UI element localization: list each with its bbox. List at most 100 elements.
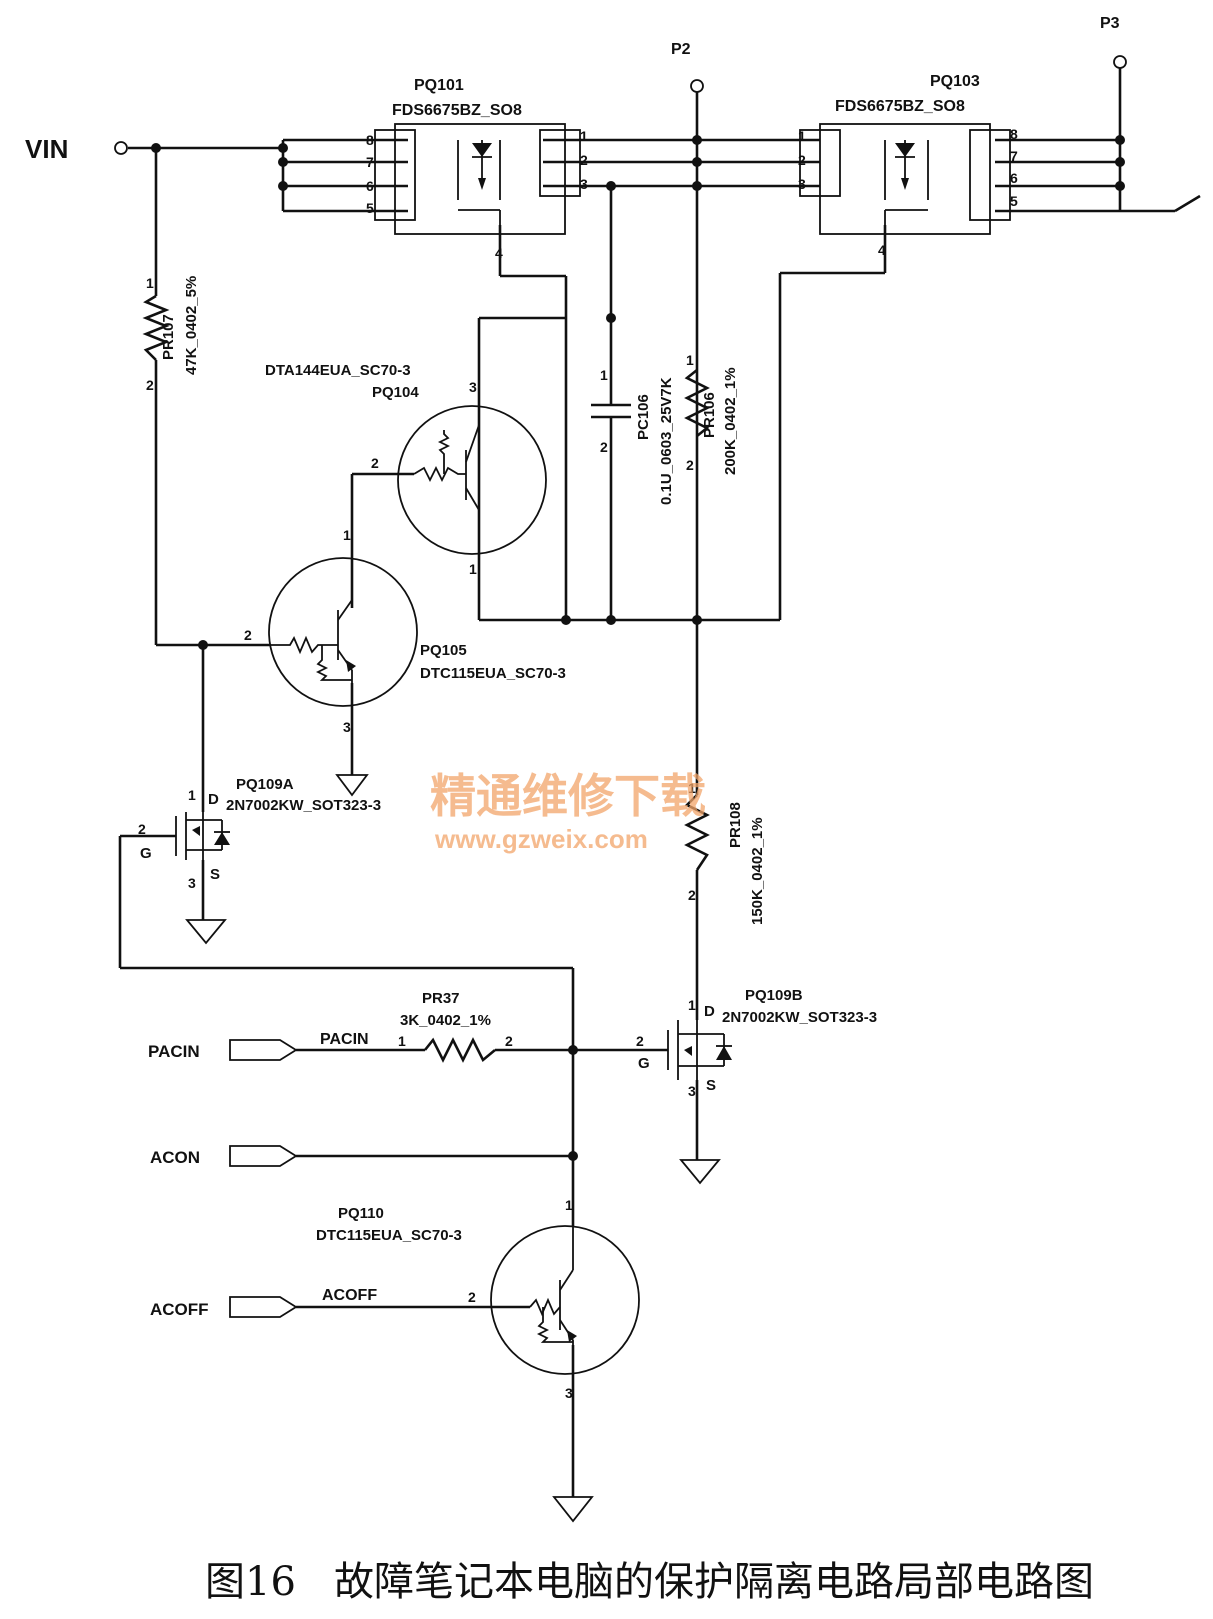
pq109b-g: G bbox=[638, 1055, 650, 1072]
pq101-ref: PQ101 bbox=[414, 77, 464, 94]
pr106-val: 200K_0402_1% bbox=[722, 367, 739, 475]
pq104-part: DTA144EUA_SC70-3 bbox=[265, 362, 411, 379]
svg-text:8: 8 bbox=[366, 132, 374, 148]
svg-text:2: 2 bbox=[138, 821, 146, 837]
svg-text:2: 2 bbox=[636, 1033, 644, 1049]
svg-text:1: 1 bbox=[398, 1033, 406, 1049]
acoff-net-label: ACOFF bbox=[322, 1287, 377, 1304]
pq110-part: DTC115EUA_SC70-3 bbox=[316, 1227, 462, 1244]
pq109a-ref: PQ109A bbox=[236, 776, 294, 793]
pq109a-mosfet bbox=[175, 812, 230, 860]
pin-numbers: 8 7 6 5 1 2 3 4 1 2 3 8 7 6 5 4 1 2 1 2 … bbox=[138, 126, 1018, 1401]
svg-text:3: 3 bbox=[688, 1083, 696, 1099]
pr37-val: 3K_0402_1% bbox=[400, 1012, 491, 1029]
pr107-val: 47K_0402_5% bbox=[183, 276, 200, 375]
vin-label: VIN bbox=[25, 134, 68, 164]
acoff-port-label: ACOFF bbox=[150, 1300, 209, 1319]
pq109b-mosfet bbox=[667, 1020, 732, 1080]
watermark-line1: 精通维修下载 bbox=[430, 769, 706, 823]
pq109b-ref: PQ109B bbox=[745, 987, 803, 1004]
svg-text:1: 1 bbox=[798, 128, 806, 144]
pq109b-d: D bbox=[704, 1003, 715, 1020]
labels: VIN P2 P3 PQ101 FDS6675BZ_SO8 PQ103 FDS6… bbox=[25, 15, 1120, 1319]
svg-text:3: 3 bbox=[565, 1385, 573, 1401]
svg-text:1: 1 bbox=[469, 561, 477, 577]
ground-symbols bbox=[185, 774, 721, 1523]
pr107-ref: PR107 bbox=[160, 314, 177, 360]
open-terminals bbox=[114, 55, 1127, 155]
svg-text:1: 1 bbox=[686, 352, 694, 368]
pq110-ref: PQ110 bbox=[338, 1205, 384, 1222]
svg-text:2: 2 bbox=[686, 457, 694, 473]
pq103-ref: PQ103 bbox=[930, 73, 980, 90]
pq109b-s: S bbox=[706, 1077, 716, 1094]
pq109a-d: D bbox=[208, 791, 219, 808]
pq103-mosfet bbox=[799, 123, 1011, 235]
svg-text:2: 2 bbox=[505, 1033, 513, 1049]
svg-text:1: 1 bbox=[146, 275, 154, 291]
svg-text:2: 2 bbox=[244, 627, 252, 643]
svg-text:3: 3 bbox=[580, 176, 588, 192]
pacin-net-label: PACIN bbox=[320, 1031, 369, 1048]
svg-text:2: 2 bbox=[371, 455, 379, 471]
pr106-resistor bbox=[684, 368, 710, 438]
pr106-ref: PR106 bbox=[701, 392, 718, 438]
svg-text:2: 2 bbox=[468, 1289, 476, 1305]
pr108-ref: PR108 bbox=[727, 802, 744, 848]
pq101-part: FDS6675BZ_SO8 bbox=[392, 102, 522, 119]
svg-text:3: 3 bbox=[798, 176, 806, 192]
svg-text:2: 2 bbox=[580, 152, 588, 168]
pacin-port-label: PACIN bbox=[148, 1042, 200, 1061]
svg-text:2: 2 bbox=[146, 377, 154, 393]
pq104-ref: PQ104 bbox=[372, 384, 419, 401]
watermark-line2: www.gzweix.com bbox=[434, 824, 648, 854]
svg-text:2: 2 bbox=[798, 152, 806, 168]
pq104-transistor bbox=[397, 318, 547, 620]
pq109b-part: 2N7002KW_SOT323-3 bbox=[722, 1009, 877, 1026]
svg-text:1: 1 bbox=[188, 787, 196, 803]
pq103-part: FDS6675BZ_SO8 bbox=[835, 98, 965, 115]
p3-label: P3 bbox=[1100, 15, 1120, 32]
wiring bbox=[118, 68, 1201, 1497]
pq109a-part: 2N7002KW_SOT323-3 bbox=[226, 797, 381, 814]
pc106-val: 0.1U_0603_25V7K bbox=[658, 377, 675, 505]
pr37-resistor bbox=[423, 1037, 496, 1063]
pq105-ref: PQ105 bbox=[420, 642, 467, 659]
svg-text:1: 1 bbox=[343, 527, 351, 543]
svg-text:4: 4 bbox=[495, 245, 503, 261]
svg-text:5: 5 bbox=[1010, 193, 1018, 209]
pq110-transistor bbox=[490, 1225, 640, 1375]
pq105-transistor bbox=[268, 557, 418, 707]
acon-port-label: ACON bbox=[150, 1148, 200, 1167]
svg-text:8: 8 bbox=[1010, 126, 1018, 142]
svg-text:2: 2 bbox=[688, 887, 696, 903]
pq109a-g: G bbox=[140, 845, 152, 862]
svg-text:3: 3 bbox=[188, 875, 196, 891]
pr108-val: 150K_0402_1% bbox=[749, 817, 766, 925]
svg-text:3: 3 bbox=[469, 379, 477, 395]
svg-text:5: 5 bbox=[366, 200, 374, 216]
pr37-ref: PR37 bbox=[422, 990, 460, 1007]
svg-text:7: 7 bbox=[366, 154, 374, 170]
pr107-resistor bbox=[142, 294, 170, 361]
svg-text:1: 1 bbox=[688, 997, 696, 1013]
svg-text:7: 7 bbox=[1010, 148, 1018, 164]
svg-text:1: 1 bbox=[580, 128, 588, 144]
svg-text:1: 1 bbox=[565, 1197, 573, 1213]
port-connectors bbox=[229, 1039, 298, 1318]
svg-text:1: 1 bbox=[688, 780, 696, 796]
svg-text:6: 6 bbox=[1010, 170, 1018, 186]
p2-label: P2 bbox=[671, 41, 691, 58]
pq101-mosfet bbox=[374, 123, 581, 235]
svg-text:3: 3 bbox=[343, 719, 351, 735]
pq109a-s: S bbox=[210, 866, 220, 883]
pc106-capacitor bbox=[591, 395, 631, 427]
svg-text:4: 4 bbox=[878, 242, 886, 258]
svg-text:6: 6 bbox=[366, 178, 374, 194]
junction-dots bbox=[151, 135, 1125, 1161]
pc106-ref: PC106 bbox=[635, 394, 652, 440]
figure-caption: 图16 故障笔记本电脑的保护隔离电路局部电路图 bbox=[205, 1559, 1094, 1605]
svg-text:2: 2 bbox=[600, 439, 608, 455]
pq105-part: DTC115EUA_SC70-3 bbox=[420, 665, 566, 682]
